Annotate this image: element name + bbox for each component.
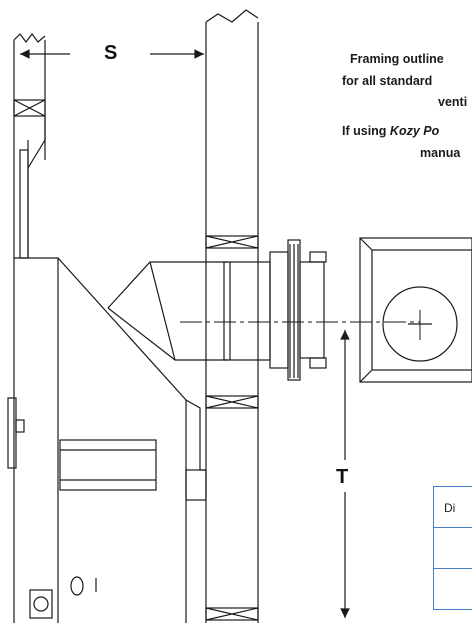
note-kozy-prefix: If using — [342, 124, 390, 138]
note-framing-outline: Framing outline — [350, 52, 444, 66]
vent-pipe — [107, 239, 327, 381]
dimension-s-label: S — [104, 42, 118, 64]
table-row: Di — [434, 487, 472, 528]
note-kozy-product: Kozy Po — [389, 124, 440, 138]
left-wall-stud — [13, 33, 46, 623]
termination-cap-section — [359, 237, 472, 383]
right-wall — [205, 9, 259, 623]
dimension-t-label: T — [336, 466, 349, 488]
note-standard: for all standard — [342, 74, 433, 88]
note-venting: venti — [438, 95, 468, 109]
table-row — [434, 528, 472, 569]
note-manual: manua — [420, 146, 461, 160]
table-row — [434, 569, 472, 610]
table-header-cell: Di — [444, 501, 456, 515]
note-kozy: If using Kozy Po — [342, 124, 439, 138]
stove-body — [7, 257, 207, 623]
dimension-table: Di — [433, 486, 472, 610]
